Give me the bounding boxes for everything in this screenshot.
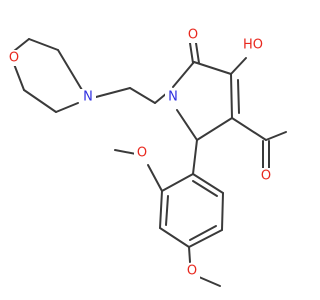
bond-aryl-link (192, 139, 198, 175)
bond-ome-ortho-1 (147, 164, 163, 192)
atom-o-carbonyl: O (188, 28, 198, 43)
bond-morph-5 (23, 89, 57, 113)
bond-morph-2 (28, 38, 59, 51)
bond-benz-d3 (192, 180, 218, 197)
bond-morph-4 (55, 102, 79, 113)
bond-carbonyl-b (195, 42, 200, 64)
bond-pyr-4 (196, 117, 233, 141)
atom-o-morpholine: O (9, 51, 19, 66)
bond-benz-3 (159, 227, 190, 248)
bond-benz-6 (192, 173, 224, 194)
bond-benz-d2 (189, 225, 217, 241)
bond-carbonyl-a (189, 42, 194, 64)
bond-pyr-5 (176, 109, 198, 141)
bond-benz-2 (159, 190, 163, 229)
bond-benz-5 (221, 192, 224, 231)
bond-hydroxyl (230, 57, 247, 75)
bond-morph-6 (13, 63, 25, 91)
atom-n-morpholine: N (83, 90, 93, 105)
bond-ome-para-1 (188, 246, 191, 263)
atom-o-acetyl: O (261, 169, 271, 184)
atom-n-ring: N (168, 90, 178, 105)
bond-pyr-2 (193, 61, 232, 75)
bond-ome-para-2 (198, 276, 221, 287)
bond-acetyl-2 (265, 131, 287, 141)
atom-o-methoxy-ortho: O (137, 146, 147, 161)
atom-o-methoxy-para: O (187, 264, 197, 279)
bond-pyr-1 (172, 61, 195, 88)
atom-labels: O N N O HO O O O (6, 27, 274, 279)
bond-pyr-3 (230, 73, 233, 119)
bond-benz-1 (161, 173, 194, 192)
bond-linker-2 (129, 87, 156, 104)
atom-o-hydroxyl: HO (243, 38, 263, 53)
bond-linker-1 (95, 87, 131, 98)
bonds (13, 38, 287, 287)
bond-acetyl-1 (231, 117, 267, 141)
bond-benz-d1 (165, 195, 169, 226)
bond-ome-ortho-2 (114, 149, 137, 155)
bond-morph-1 (13, 38, 30, 52)
bond-pyr-3b (237, 79, 240, 114)
bond-benz-4 (188, 229, 223, 248)
chemical-structure: O N N O HO O O O (6, 27, 287, 287)
bond-morph-3 (57, 49, 83, 91)
